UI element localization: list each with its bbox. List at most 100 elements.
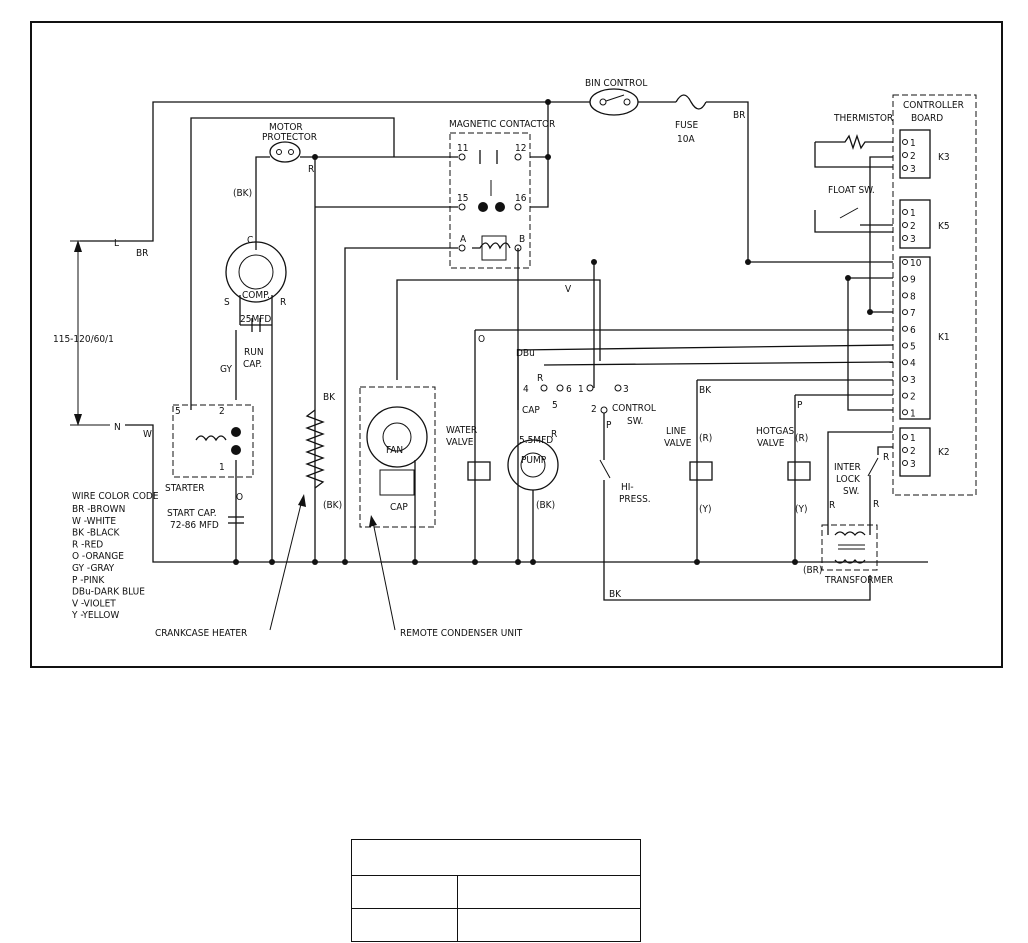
bottom-table — [351, 839, 641, 942]
label-k2: K2 — [938, 447, 950, 458]
label-hotgas-2: VALVE — [757, 438, 785, 449]
label-c: C — [247, 235, 253, 246]
k2-terminal-point — [902, 447, 908, 453]
k3-terminal-point — [902, 152, 908, 158]
label-k5: K5 — [938, 221, 950, 232]
label-sw1: 1 — [578, 384, 584, 395]
label-controller-2: BOARD — [911, 113, 943, 124]
k1-terminal-label: 9 — [910, 275, 916, 286]
label-sw2: 2 — [591, 404, 597, 415]
k5-terminal-point — [902, 209, 908, 215]
label-n: N — [114, 422, 121, 433]
label-hot-r: (R) — [795, 433, 808, 444]
label-bk-heater2: (BK) — [323, 500, 342, 511]
k5-terminals: 123 — [902, 208, 916, 245]
k1-terminal-label: 3 — [910, 375, 916, 386]
line-valve — [689, 461, 713, 481]
label-float-sw: FLOAT SW. — [828, 185, 875, 196]
label-st1: 1 — [219, 462, 225, 473]
label-press: PRESS. — [619, 494, 651, 505]
label-hi: HI- — [621, 482, 634, 493]
compressor — [225, 241, 287, 303]
k1-terminal-point — [902, 292, 908, 299]
label-p-hot: P — [797, 400, 803, 411]
k1-terminal-label: 10 — [910, 258, 922, 269]
label-hot-y: (Y) — [795, 504, 808, 515]
label-r-sw: R — [537, 373, 543, 384]
label-motor: MOTOR — [269, 122, 303, 133]
k3-terminal-point — [902, 139, 908, 145]
bottom-table-cell — [351, 875, 458, 909]
k2-terminal-label: 3 — [910, 459, 916, 470]
label-fuse-rating: 10A — [677, 134, 695, 145]
label-r: R — [280, 297, 286, 308]
label-interlock-2: LOCK — [836, 474, 861, 485]
label-remote: REMOTE CONDENSER UNIT — [400, 628, 523, 639]
label-cap55-2: 5.5MFD — [519, 435, 553, 446]
controller-board — [892, 94, 977, 496]
k1-terminal-point — [902, 275, 908, 282]
k2-terminal-label: 1 — [910, 433, 916, 444]
label-fuse: FUSE — [675, 120, 698, 131]
legend-item: W -WHITE — [72, 516, 116, 527]
k1-terminal-point — [902, 259, 908, 265]
label-bk-bottom: BK — [609, 589, 622, 600]
label-thermistor: THERMISTOR — [833, 113, 893, 124]
k1-terminal-label: 6 — [910, 325, 916, 336]
legend-item: BK -BLACK — [72, 528, 120, 539]
label-interlock-3: SW. — [843, 486, 859, 497]
label-hotgas-1: HOTGAS — [756, 426, 794, 437]
label-crankcase: CRANKCASE HEATER — [155, 628, 247, 639]
bottom-table-row — [351, 908, 641, 942]
label-bk-comp: (BK) — [233, 188, 252, 199]
bottom-table-cell — [457, 908, 641, 942]
hotgas-valve — [787, 461, 811, 481]
label-r-cap: R — [551, 429, 557, 440]
k1-terminal-point — [902, 359, 908, 366]
label-sw3: 3 — [623, 384, 629, 395]
diagram-frame — [30, 21, 1003, 668]
label-t16: 16 — [515, 193, 527, 204]
label-st5: 5 — [175, 406, 181, 417]
k3-terminal-point — [902, 165, 908, 171]
bin-control — [589, 88, 639, 116]
legend-item: DBu-DARK BLUE — [72, 587, 145, 598]
label-p-sw: P — [606, 420, 612, 431]
label-cap55-1: CAP — [522, 405, 540, 416]
k2-terminal-label: 2 — [910, 446, 916, 457]
bottom-table-header-row — [351, 839, 641, 876]
label-control-sw: SW. — [627, 416, 643, 427]
label-r-protector: R — [308, 164, 314, 175]
k2-terminals: 1 2 3 — [902, 433, 916, 470]
label-bk-heater: BK — [323, 392, 336, 403]
label-start-cap-2: 72-86 MFD — [170, 520, 219, 531]
k5-terminal-label: 3 — [910, 234, 916, 245]
label-o-start: O — [236, 492, 243, 503]
label-r-il3: R — [873, 499, 879, 510]
label-l: L — [114, 238, 119, 249]
label-t15: 15 — [457, 193, 468, 204]
label-w: W — [143, 429, 152, 440]
label-bin-control: BIN CONTROL — [585, 78, 647, 89]
label-tb: B — [519, 234, 525, 245]
k1-terminal-label: 7 — [910, 308, 916, 319]
label-bk-line: BK — [699, 385, 712, 396]
label-line-2: VALVE — [664, 438, 692, 449]
label-run-cap: CAP. — [243, 359, 262, 370]
bottom-table-cell — [457, 875, 641, 909]
label-interlock-1: INTER — [834, 462, 861, 473]
label-o-water: O — [478, 334, 485, 345]
k3-terminal-label: 3 — [910, 164, 916, 175]
k1-terminal-point — [902, 342, 908, 349]
k1-terminal-label: 2 — [910, 392, 916, 403]
label-comp: COMP. — [242, 290, 270, 301]
k1-terminal-point — [902, 325, 908, 332]
label-cap: CAP — [390, 502, 408, 513]
label-controller-1: CONTROLLER — [903, 100, 964, 111]
k1-terminal-label: 5 — [910, 342, 916, 353]
legend-item: GY -GRAY — [72, 563, 115, 574]
legend-item: O -ORANGE — [72, 551, 124, 562]
k1-terminal-label: 4 — [910, 358, 916, 369]
bottom-table-header — [351, 839, 641, 876]
